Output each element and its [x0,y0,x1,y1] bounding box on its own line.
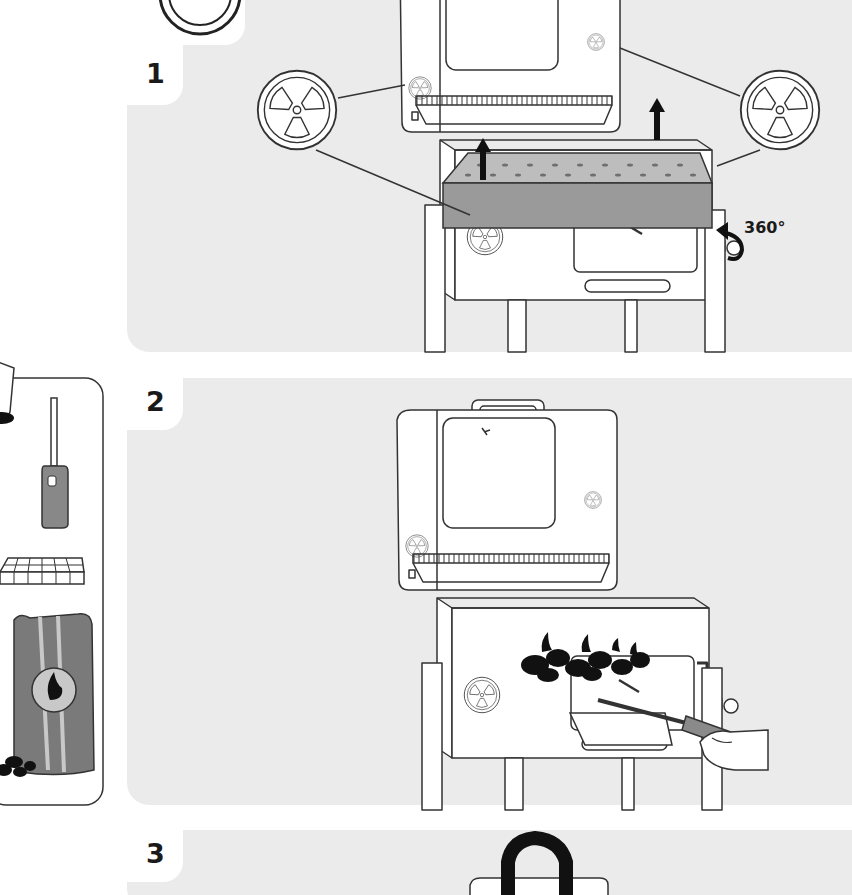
tools-box-part-part [5,756,23,768]
step-panel: 3 [127,830,852,895]
step-panel: 1 [127,0,852,352]
tools-box-part [40,616,64,772]
tools-box-part [4,558,83,584]
tools-box [0,362,103,805]
step-number: 2 [146,386,165,417]
tools-box-part [32,668,76,712]
tools-box-part [0,378,103,805]
tools-box-part [0,756,36,777]
tools-box-part [51,398,57,466]
step-number: 3 [146,838,165,869]
tools-box-part-part [0,764,12,776]
tools-box-part [14,614,94,775]
tools-box-part [48,672,63,700]
tools-box-part [0,412,14,424]
tools-box-part-part [24,761,36,771]
tools-box-part [0,558,84,572]
tools-box-part [0,362,14,421]
rotation-label: 360° [744,218,785,237]
tools-box-part-part [13,767,27,777]
tools-box-part [42,466,68,528]
tools-box-part [48,476,56,486]
tools-box-part [0,572,84,584]
step-panel: 2 [127,378,852,805]
panel-notch [127,0,245,45]
step-number: 1 [146,58,165,89]
